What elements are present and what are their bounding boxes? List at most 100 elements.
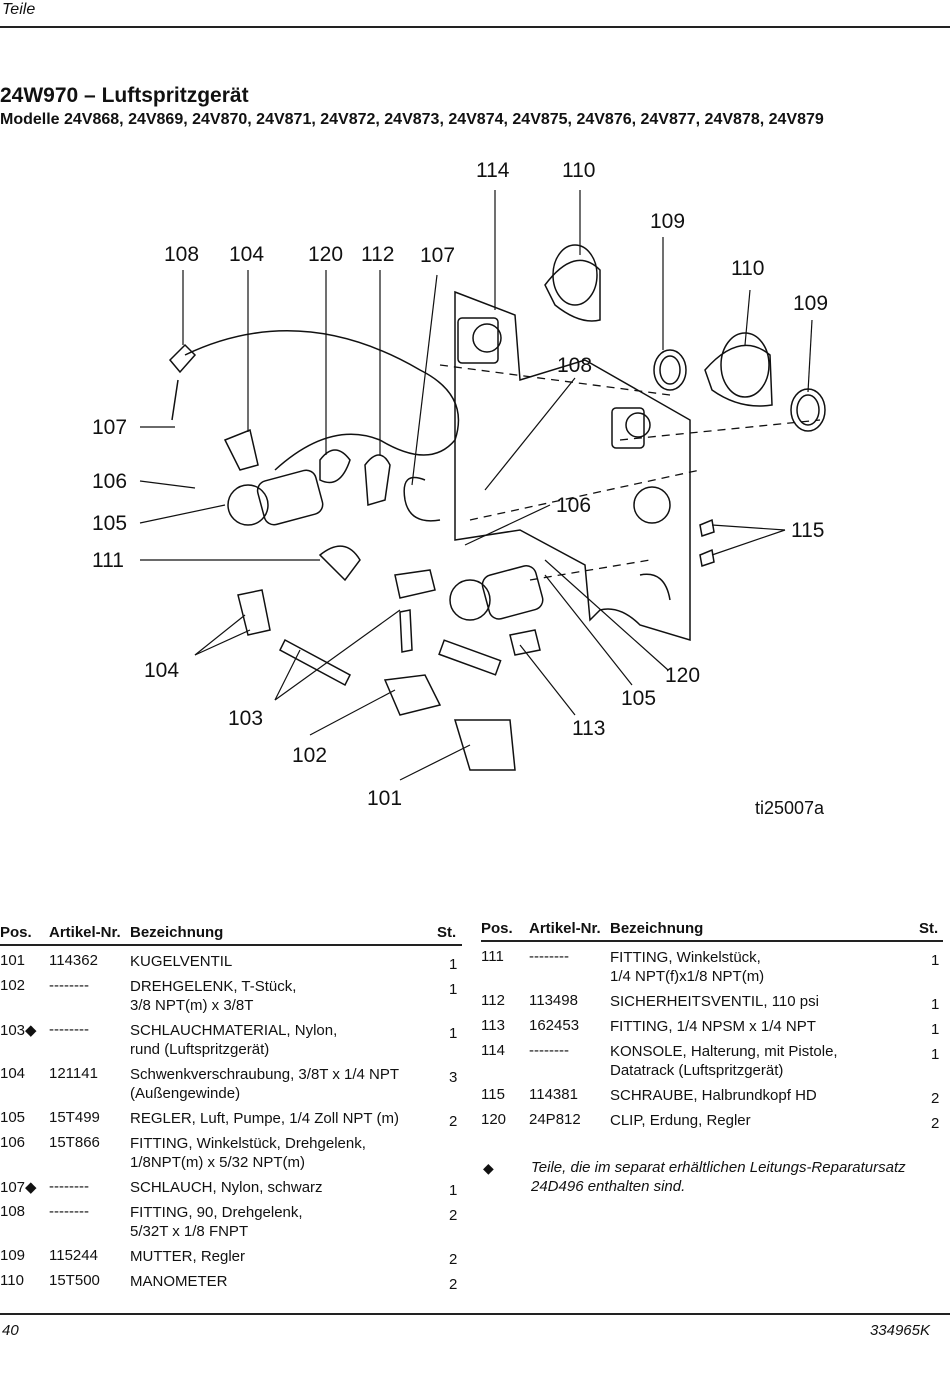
- cell-desc: FITTING, Winkelstück, 1/4 NPT(f)x1/8 NPT…: [610, 949, 765, 985]
- callout-102: 102: [292, 744, 327, 767]
- cell-pos: 101: [0, 952, 26, 969]
- air-line: [184, 330, 460, 471]
- cell-desc: REGLER, Luft, Pumpe, 1/4 Zoll NPT (m): [130, 1110, 399, 1127]
- cell-part: --------: [49, 1021, 89, 1038]
- callout-109: 109: [650, 210, 685, 233]
- cell-part: 24P812: [529, 1111, 581, 1128]
- gauge-upper: [544, 259, 601, 322]
- cell-pos: 110: [0, 1272, 24, 1289]
- cell-desc: KUGELVENTIL: [130, 953, 233, 970]
- callout-107: 107: [92, 416, 127, 439]
- callout-105: 105: [621, 687, 656, 710]
- cell-part: 15T499: [49, 1109, 100, 1126]
- cell-desc: FITTING, 1/4 NPSM x 1/4 NPT: [610, 1018, 816, 1035]
- table-row: 102 -------- DREHGELENK, T-Stück, 3/8 NPT(…: [0, 977, 462, 1021]
- header-desc: Bezeichnung: [610, 920, 704, 937]
- elbow-104: [223, 428, 259, 471]
- callout-113: 113: [572, 717, 605, 740]
- gauge-lower: [704, 344, 773, 407]
- cell-pos: 112: [481, 992, 505, 1009]
- cell-part: 114362: [49, 952, 98, 969]
- callout-112: 112: [361, 243, 394, 266]
- callout-104: 104: [229, 243, 264, 266]
- header-pos: Pos.: [0, 924, 32, 941]
- header-part: Artikel-Nr.: [529, 920, 601, 937]
- callout-110: 110: [562, 159, 595, 182]
- callout-103: 103: [228, 707, 263, 730]
- cell-desc: DREHGELENK, T-Stück, 3/8 NPT(m) x 3/8T: [130, 978, 297, 1014]
- table-header: Pos. Artikel-Nr. Bezeichnung St.: [0, 920, 462, 946]
- table-row: 112 113498 SICHERHEITSVENTIL, 110 psi 1: [481, 992, 943, 1017]
- cell-pos: 104: [0, 1065, 26, 1082]
- cell-desc: SICHERHEITSVENTIL, 110 psi: [610, 993, 819, 1010]
- cell-pos: 107◆: [0, 1179, 37, 1196]
- cell-qty: 2: [931, 1115, 940, 1132]
- page-title: 24W970 – Luftspritzgerät: [0, 84, 249, 107]
- cell-qty: 2: [449, 1276, 458, 1293]
- table-row: 108--------FITTING, 90, Drehgelenk, 5/32…: [0, 1203, 462, 1247]
- cell-pos: 120: [481, 1111, 507, 1128]
- ring-120: [319, 449, 351, 484]
- valve-112: [364, 454, 391, 506]
- bracket-plate: [454, 290, 691, 642]
- cell-pos: 105: [0, 1109, 26, 1126]
- cell-qty: 1: [449, 981, 458, 998]
- cell-part: 15T866: [49, 1134, 100, 1151]
- table-header: Pos. Artikel-Nr. Bezeichnung St.: [481, 916, 943, 942]
- cell-part: 121141: [49, 1065, 98, 1082]
- cell-pos: 111: [481, 948, 504, 965]
- cell-part: --------: [49, 1178, 89, 1195]
- cell-qty: 1: [449, 956, 458, 973]
- callout-106: 106: [92, 470, 127, 493]
- callout-105: 105: [92, 512, 127, 535]
- cell-qty: 1: [931, 1021, 940, 1038]
- callout-115: 115: [791, 519, 824, 542]
- cell-qty: 1: [931, 1046, 940, 1063]
- cell-pos: 114: [481, 1042, 505, 1059]
- cell-part: 113498: [529, 992, 578, 1009]
- callout-108: 108: [557, 354, 592, 377]
- page-number: 40: [2, 1322, 19, 1339]
- callout-111: 111: [92, 549, 124, 572]
- cell-desc: MUTTER, Regler: [130, 1248, 246, 1265]
- cell-desc: FITTING, 90, Drehgelenk, 5/32T x 1/8 FNP…: [130, 1204, 303, 1240]
- callout-120: 120: [665, 664, 700, 687]
- cell-pos: 103◆: [0, 1022, 37, 1039]
- page-subtitle: Modelle 24V868, 24V869, 24V870, 24V871, …: [0, 111, 824, 128]
- diamond-icon: ◆: [483, 1160, 494, 1176]
- cell-pos: 102: [0, 977, 26, 994]
- table-row: 114--------KONSOLE, Halterung, mit Pisto…: [481, 1042, 943, 1086]
- callout-101: 101: [367, 787, 402, 810]
- cell-part: 114381: [529, 1086, 578, 1103]
- cell-qty: 1: [449, 1025, 458, 1042]
- table-row: 111 -------- FITTING, Winkelstück, 1/4 NPT…: [481, 948, 943, 992]
- table-row: 105 15T499 REGLER, Luft, Pumpe, 1/4 Zoll N…: [0, 1109, 462, 1134]
- header-pos: Pos.: [481, 920, 513, 937]
- table-body: 111--------FITTING, Winkelstück, 1/4 NPT…: [481, 948, 943, 1136]
- cell-desc: MANOMETER: [130, 1273, 228, 1290]
- callout-107: 107: [420, 244, 455, 267]
- bracket-cutout: [457, 317, 499, 364]
- cell-part: --------: [529, 948, 569, 965]
- gauge-hole: [472, 323, 502, 353]
- cell-qty: 1: [931, 996, 940, 1013]
- cell-part: 162453: [529, 1017, 580, 1034]
- cell-desc: SCHLAUCHMATERIAL, Nylon, rund (Luftsprit…: [130, 1022, 338, 1058]
- figure-id: ti25007a: [755, 798, 825, 818]
- cell-pos: 115: [481, 1086, 505, 1103]
- cell-desc: FITTING, Winkelstück, Drehgelenk, 1/8NPT…: [130, 1135, 366, 1171]
- callout-110: 110: [731, 257, 764, 280]
- cell-part: --------: [49, 977, 89, 994]
- parts-diagram: 114 110 109 108 104 120 112 107 110 109 …: [92, 159, 828, 818]
- cell-qty: 2: [449, 1251, 458, 1268]
- parts-table-right: Pos. Artikel-Nr. Bezeichnung St. 111----…: [481, 916, 943, 1136]
- header-rule: [0, 26, 950, 28]
- table-row: 103◆ -------- SCHLAUCHMATERIAL, Nylon, run…: [0, 1021, 462, 1065]
